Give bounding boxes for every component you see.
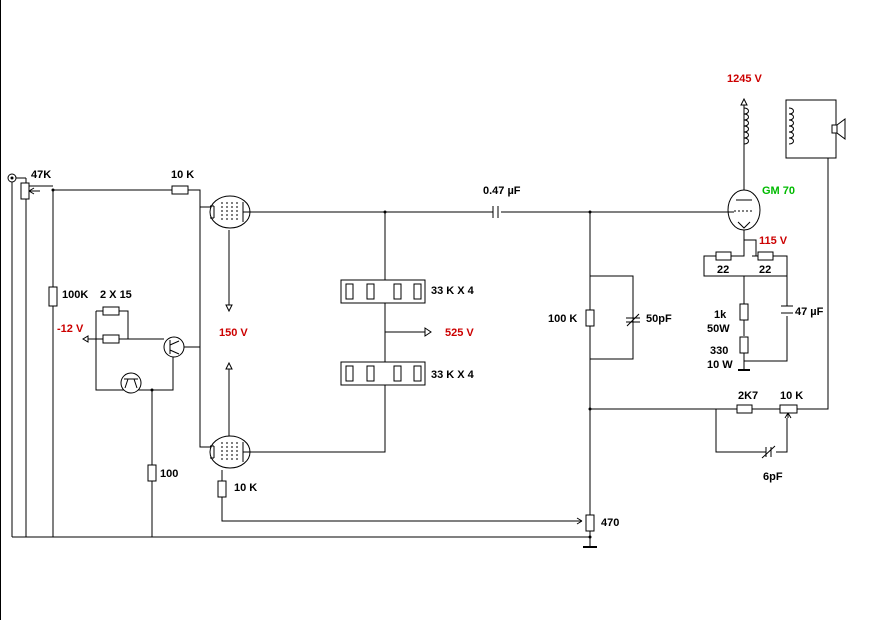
label-22b: 22: [759, 264, 771, 276]
resistor-22-a: [715, 251, 732, 261]
transistor-icon: [120, 372, 142, 394]
resistor-330: [739, 336, 749, 354]
label-100k-left: 100K: [62, 289, 88, 301]
pot-wipers: [28, 187, 792, 525]
resistor-470: [585, 514, 595, 532]
transistor-icon: [163, 336, 185, 358]
label-10k-bottom: 10 K: [234, 482, 257, 494]
cap-47uf: [781, 305, 793, 314]
input-jack-icon[interactable]: [7, 173, 17, 183]
component-labels: 47K 10 K 0.47 µF 1245 V GM 70 115 V 22 2…: [31, 73, 824, 529]
label-gm70: GM 70: [762, 185, 795, 197]
label-2x15: 2 X 15: [100, 289, 132, 301]
cap-047uf: [492, 206, 499, 218]
resistors: [20, 182, 798, 532]
label-10k-right: 10 K: [780, 390, 803, 402]
pentode-tube-icon: [209, 195, 251, 229]
capacitors: [492, 206, 793, 459]
label-330: 330: [710, 345, 728, 357]
label-047uf: 0.47 µF: [483, 185, 521, 197]
label-33k-top: 33 K X 4: [431, 285, 475, 297]
label-525v: 525 V: [445, 327, 474, 339]
resistor-22-b: [757, 251, 774, 261]
label-150v: 150 V: [219, 327, 248, 339]
label-47uf: 47 µF: [795, 306, 824, 318]
resistor-10k-top: [171, 185, 189, 195]
resistor-2k7: [736, 404, 753, 414]
label-1k-watts: 50W: [707, 323, 730, 335]
label-2k7: 2K7: [738, 390, 758, 402]
wires: [11, 105, 829, 547]
label-330-watts: 10 W: [707, 359, 733, 371]
label-100k-mid: 100 K: [548, 313, 577, 325]
label-470: 470: [601, 517, 619, 529]
label-115v: 115 V: [759, 235, 788, 247]
cap-6pf: [765, 447, 772, 457]
resistor-10k-right: [779, 404, 798, 414]
resistor-bank-top: [340, 279, 426, 304]
resistor-2x15-b: [102, 334, 120, 344]
label-33k-bottom: 33 K X 4: [431, 369, 475, 381]
label-1245v: 1245 V: [727, 73, 763, 85]
transformer-icon: [785, 99, 837, 159]
label-22a: 22: [717, 264, 729, 276]
resistor-47k: [20, 182, 30, 200]
label-1k: 1k: [714, 309, 727, 321]
resistor-10k-bottom: [217, 480, 227, 498]
label-47k: 47K: [31, 169, 51, 181]
resistor-100k-mid: [585, 309, 595, 327]
cap-50pf: [626, 317, 640, 323]
resistor-100k-left: [48, 286, 58, 307]
speaker-icon: [831, 118, 846, 140]
pentode-tube-icon: [209, 435, 251, 469]
ground-icon: [583, 369, 750, 548]
resistor-100: [147, 464, 157, 482]
label-10k-top: 10 K: [171, 169, 194, 181]
label-neg12v: -12 V: [57, 323, 84, 335]
voltage-terminals: [82, 97, 748, 370]
label-100: 100: [160, 468, 178, 480]
triode-tube-icon: [727, 189, 761, 231]
resistor-2x15-a: [102, 306, 120, 316]
label-6pf: 6pF: [763, 471, 783, 483]
resistor-1k: [739, 303, 749, 321]
choke-coil-icon: [743, 107, 749, 145]
label-50pf: 50pF: [646, 313, 672, 325]
resistor-bank-bottom: [340, 361, 426, 386]
junction-dots: [51, 188, 592, 539]
